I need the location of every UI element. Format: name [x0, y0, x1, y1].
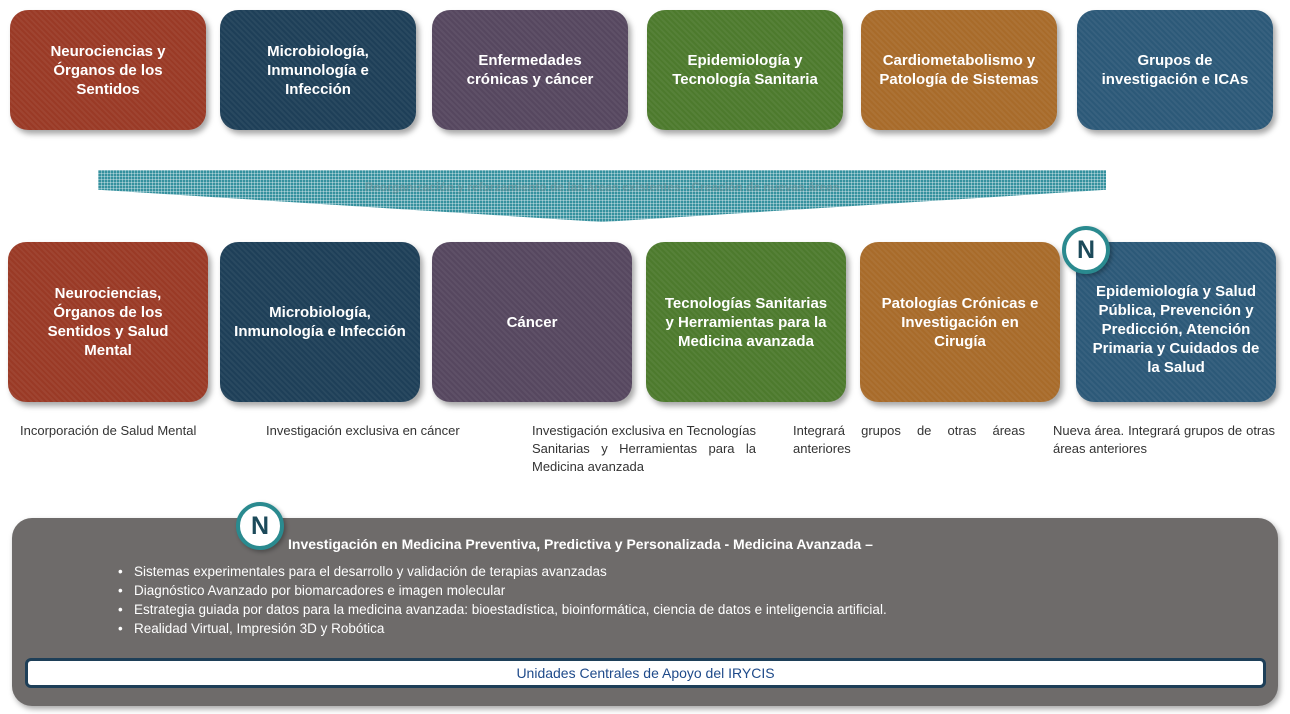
area-label: Neurociencias, Órganos de los Sentidos y… [47, 285, 169, 359]
note-cancer-exclusiva: Investigación exclusiva en cáncer [266, 423, 460, 438]
panel-bullet: Sistemas experimentales para el desarrol… [118, 562, 887, 581]
note-tecnologias: Investigación exclusiva en Tecnologías S… [532, 423, 756, 474]
area-label: Cáncer [506, 313, 558, 331]
transition-arrow-label: Reorganización y reforzamiento de las ár… [364, 180, 840, 194]
area-label: Patologías Crónicas e Investigación en C… [881, 294, 1039, 350]
area-label: Microbiología, Inmunología e Infección [267, 42, 369, 98]
current-area-enfermedades-cronicas: Enfermedades crónicas y cáncer [432, 10, 628, 130]
panel-bullet: Estrategia guiada por datos para la medi… [118, 600, 887, 619]
panel-bullet: Diagnóstico Avanzado por biomarcadores e… [118, 581, 887, 600]
new-area-badge: N [236, 502, 284, 550]
panel-bullet-list: Sistemas experimentales para el desarrol… [118, 562, 887, 638]
current-area-grupos-icas: Grupos de investigación e ICAs [1077, 10, 1273, 130]
note-epidemiologia: Nueva área. Integrará grupos de otras ár… [1053, 423, 1275, 456]
area-label: Epidemiología y Salud Pública, Prevenció… [1092, 282, 1260, 376]
area-label: Enfermedades crónicas y cáncer [466, 52, 594, 88]
area-label: Neurociencias y Órganos de los Sentidos [50, 42, 166, 98]
area-label: Tecnologías Sanitarias y Herramientas pa… [664, 294, 828, 350]
panel-title: Investigación en Medicina Preventiva, Pr… [288, 536, 873, 552]
badge-letter: N [250, 512, 270, 540]
area-label: Epidemiología y Tecnología Sanitaria [672, 52, 818, 88]
new-area-neurociencias-salud-mental: Neurociencias, Órganos de los Sentidos y… [8, 242, 208, 402]
new-area-epidemiologia-salud-publica: Epidemiología y Salud Pública, Prevenció… [1076, 242, 1276, 402]
new-area-cancer: Cáncer [432, 242, 632, 402]
note-neurociencias: Incorporación de Salud Mental [20, 423, 197, 438]
new-area-badge: N [1062, 226, 1110, 274]
new-area-microbiologia: Microbiología, Inmunología e Infección [220, 242, 420, 402]
current-area-epidemiologia: Epidemiología y Tecnología Sanitaria [647, 10, 843, 130]
note-patologias: Integrará grupos de otras áreas anterior… [793, 423, 1025, 456]
new-area-tecnologias-sanitarias: Tecnologías Sanitarias y Herramientas pa… [646, 242, 846, 402]
panel-bullet: Realidad Virtual, Impresión 3D y Robótic… [118, 619, 887, 638]
current-area-cardiometabolismo: Cardiometabolismo y Patología de Sistema… [861, 10, 1057, 130]
new-area-patologias-cronicas: Patologías Crónicas e Investigación en C… [860, 242, 1060, 402]
area-label: Microbiología, Inmunología e Infección [234, 304, 406, 340]
area-label: Cardiometabolismo y Patología de Sistema… [879, 52, 1039, 88]
current-area-neurociencias: Neurociencias y Órganos de los Sentidos [10, 10, 206, 130]
units-label: Unidades Centrales de Apoyo del IRYCIS [516, 665, 775, 681]
badge-letter: N [1076, 236, 1096, 264]
transition-arrow [98, 170, 1106, 222]
current-area-microbiologia: Microbiología, Inmunología e Infección [220, 10, 416, 130]
area-label: Grupos de investigación e ICAs [1101, 52, 1249, 88]
unidades-centrales-bar: Unidades Centrales de Apoyo del IRYCIS [25, 658, 1266, 688]
